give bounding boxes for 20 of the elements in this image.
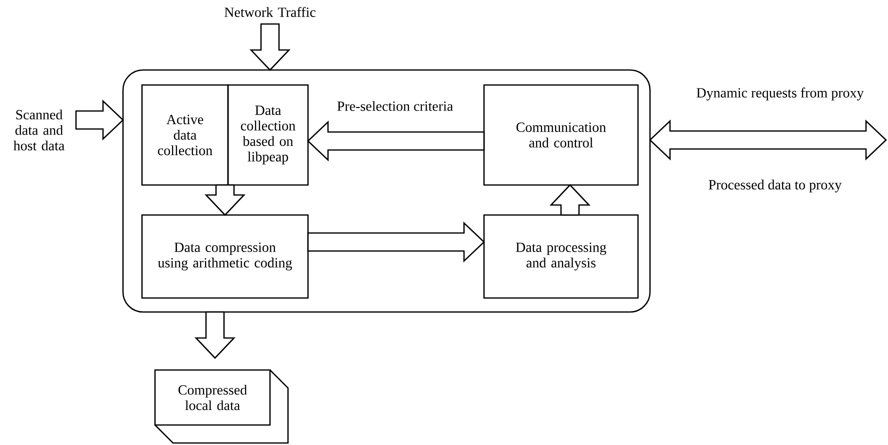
system-box bbox=[122, 69, 651, 313]
block-arrow bbox=[307, 120, 485, 162]
input-label: Scanned data and host data bbox=[13, 110, 64, 150]
process-box: Communication and control bbox=[483, 84, 639, 186]
block-arrow bbox=[75, 100, 124, 141]
edge-label: Pre-selection criteria bbox=[336, 100, 454, 112]
block-arrow bbox=[550, 184, 591, 216]
process-box: Data processing and analysis bbox=[483, 214, 639, 299]
storage-box: Compressed local data bbox=[154, 369, 289, 444]
block-arrow bbox=[649, 119, 887, 161]
block-arrow bbox=[250, 23, 291, 71]
block-arrow bbox=[194, 311, 236, 359]
input-label: Network Traffic bbox=[224, 7, 316, 17]
edge-label: Dynamic requests from proxy bbox=[695, 86, 865, 102]
process-box: Active data collection bbox=[141, 84, 229, 186]
process-box: Data compression using arithmetic coding bbox=[141, 214, 309, 299]
flow-label: Processed data to proxy bbox=[708, 180, 842, 192]
process-box: Data collection based on libpeap bbox=[227, 84, 309, 186]
block-arrow bbox=[204, 184, 246, 216]
block-arrow bbox=[307, 222, 485, 263]
